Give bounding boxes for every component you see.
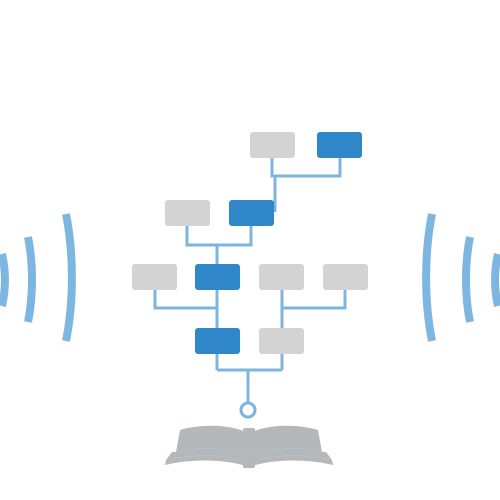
tree-node-r4-left xyxy=(195,328,240,354)
book-right-page xyxy=(252,425,322,456)
signal-waves-right-icon xyxy=(422,213,500,342)
signal-arc-right-outer xyxy=(422,213,436,342)
connector-r1-split xyxy=(270,158,342,178)
connector-r3a-branch xyxy=(153,290,217,310)
tree-connectors xyxy=(153,158,347,402)
connector-r3d-branch xyxy=(282,290,347,310)
tree-node-r1-left xyxy=(250,132,295,158)
book-right-cover xyxy=(252,448,332,462)
signal-waves-left-icon xyxy=(0,213,76,342)
connector-r2left-branch xyxy=(185,226,217,247)
book-left-cover xyxy=(166,448,246,462)
book-spine xyxy=(243,428,255,468)
signal-arc-left-middle xyxy=(24,236,37,323)
signal-arc-right-middle xyxy=(461,236,474,323)
root-node-icon xyxy=(239,401,257,419)
tree-node-r4-right xyxy=(259,328,304,354)
tree-node-r3-c xyxy=(259,264,304,290)
book-right-edge xyxy=(252,455,333,466)
tree-node-r2-right xyxy=(229,200,274,226)
tree-node-r3-a xyxy=(132,264,177,290)
signal-arc-right-inner xyxy=(491,253,500,307)
open-book-icon xyxy=(165,425,333,468)
tree-node-r3-d xyxy=(323,264,368,290)
tree-nodes xyxy=(132,132,368,354)
book-left-page xyxy=(176,425,246,456)
signal-arc-left-outer xyxy=(62,213,76,342)
tree-node-r3-b xyxy=(195,264,240,290)
tree-node-r2-left xyxy=(165,200,210,226)
tree-node-r1-right xyxy=(317,132,362,158)
signal-arc-left-inner xyxy=(0,253,9,307)
connector-r3b-to-r2 xyxy=(215,226,253,264)
book-left-edge xyxy=(165,455,246,466)
